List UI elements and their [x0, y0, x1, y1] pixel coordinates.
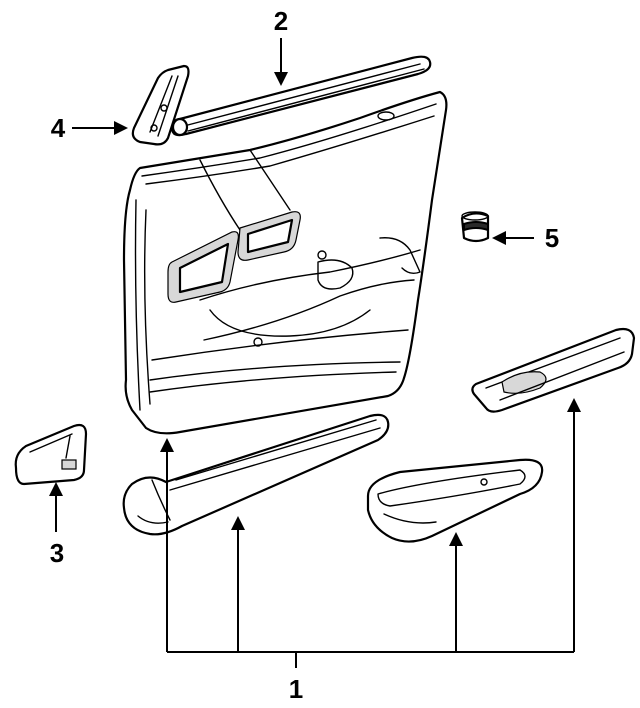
callout-2: 2 — [274, 6, 288, 36]
clip-part — [460, 211, 490, 243]
cover-plate-part — [14, 423, 88, 486]
callout-4: 4 — [51, 113, 66, 143]
weatherstrip-part — [170, 55, 432, 137]
switch-bezel-part — [471, 327, 636, 413]
mirror-bracket-part — [131, 64, 190, 146]
leader-lines — [49, 38, 581, 668]
map-pocket-part — [366, 458, 544, 543]
door-trim-panel — [122, 90, 448, 435]
callout-5: 5 — [545, 223, 559, 253]
callout-3: 3 — [50, 538, 64, 568]
armrest-pad-part — [122, 413, 390, 536]
callout-1: 1 — [289, 674, 303, 704]
